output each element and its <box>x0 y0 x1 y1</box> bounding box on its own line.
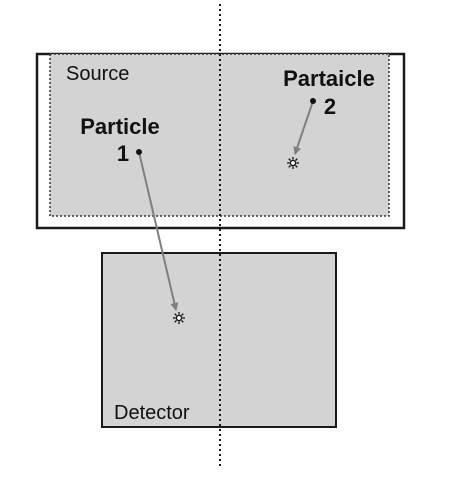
particle2-trajectory-arrow <box>293 100 314 155</box>
sunburst-icon <box>173 312 185 324</box>
sunburst-icon <box>287 157 299 169</box>
particle2-number: 2 <box>324 94 336 119</box>
particle2-dot <box>310 98 316 104</box>
particle1-number: 1 <box>117 141 129 166</box>
particle1-dot <box>136 149 142 155</box>
particle1-trajectory-arrow <box>138 151 179 311</box>
source-label: Source <box>66 63 129 85</box>
particle1-label: Particle <box>80 114 160 139</box>
particle2-label: Partaicle <box>283 66 375 91</box>
detector-label: Detector <box>114 402 190 424</box>
